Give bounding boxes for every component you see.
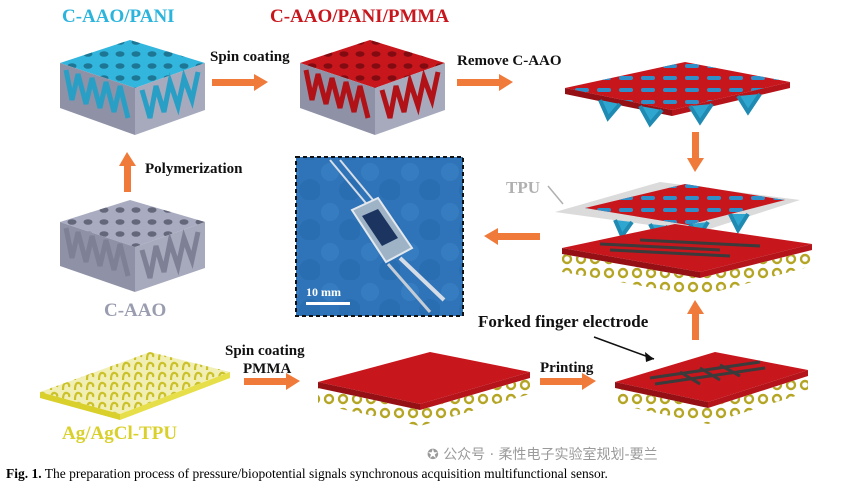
tpu-pointer — [547, 185, 564, 205]
watermark: ✪ 公众号 · 柔性电子实验室规划-要兰 — [427, 444, 658, 464]
assembled-device — [555, 182, 812, 296]
printed-electrode-layer — [593, 336, 808, 424]
sensor-photo-inset — [295, 156, 464, 317]
arrow-right-1 — [212, 74, 268, 91]
step-printing: Printing — [540, 360, 594, 376]
scale-bar-label: 10 mm — [306, 285, 341, 299]
c-aao-pani-pmma-block — [300, 40, 445, 135]
label-forked-finger-electrode: Forked finger electrode — [478, 312, 649, 331]
step-spin-coating: Spin coating — [210, 49, 290, 65]
ag-agcl-tpu-base — [40, 352, 230, 420]
pmma-plate-with-pillars — [565, 62, 790, 128]
arrow-down-right — [687, 132, 704, 172]
step-remove-c-aao: Remove C-AAO — [457, 53, 562, 69]
label-ag-agcl-tpu: Ag/AgCl-TPU — [62, 423, 178, 444]
label-c-aao-pani-pmma: C-AAO/PANI/PMMA — [270, 6, 450, 27]
arrow-right-4 — [540, 373, 596, 390]
arrow-up-left — [119, 152, 136, 192]
arrow-right-3 — [244, 373, 300, 390]
arrow-left-mid — [484, 228, 540, 245]
watermark-text: 公众号 · 柔性电子实验室规划-要兰 — [443, 447, 658, 463]
label-c-aao-pani: C-AAO/PANI — [62, 6, 175, 27]
label-tpu: TPU — [506, 178, 540, 197]
step-polymerization: Polymerization — [145, 161, 243, 177]
c-aao-pani-block — [60, 40, 205, 135]
arrow-right-2 — [457, 74, 513, 91]
caption-text: The preparation process of pressure/biop… — [44, 466, 608, 481]
pmma-coated-layer — [318, 352, 530, 426]
watermark-icon: ✪ — [427, 447, 444, 463]
process-arrows — [119, 74, 704, 390]
caption-label: Fig. 1. — [6, 466, 42, 481]
step-spin-coating-pmma-line1: Spin coating — [225, 343, 305, 359]
label-c-aao: C-AAO — [104, 300, 167, 321]
figure-caption: Fig. 1. The preparation process of press… — [6, 466, 608, 482]
arrow-up-right — [687, 300, 704, 340]
c-aao-block — [60, 200, 205, 292]
step-spin-coating-pmma-line2: PMMA — [243, 361, 292, 377]
